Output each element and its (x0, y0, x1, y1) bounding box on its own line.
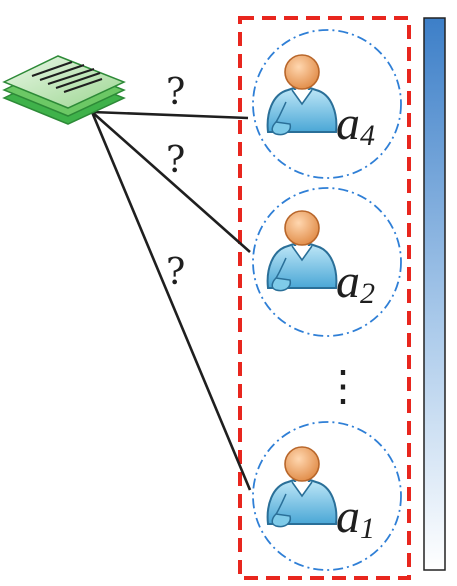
agent-a1: a1 (252, 421, 402, 571)
question-mark-a2: ? (166, 140, 185, 181)
agent-a2: a2 (252, 187, 402, 337)
line-to-agent-a2 (91, 111, 251, 253)
agent-a1-label: a1 (336, 490, 375, 545)
person-icon (266, 54, 338, 136)
person-icon (266, 446, 338, 528)
agent-a4-boundary (252, 29, 402, 179)
text-lines-icon (31, 61, 103, 93)
line-to-agent-a4 (91, 110, 249, 120)
document-stack-icon (2, 55, 126, 125)
priority-gradient-bar (423, 17, 446, 571)
agent-a1-boundary (252, 421, 402, 571)
line-to-agent-a1 (90, 111, 252, 491)
agent-group-frame (238, 16, 411, 580)
agent-a4-label: a4 (336, 97, 375, 152)
agent-a2-label: a2 (336, 255, 375, 310)
question-mark-a4: ? (166, 72, 185, 113)
person-icon (266, 210, 338, 292)
agent-a4: a4 (252, 29, 402, 179)
ellipsis: ⋮ (322, 361, 364, 410)
agent-a2-boundary (252, 187, 402, 337)
question-mark-a1: ? (166, 252, 185, 293)
connection-lines (90, 110, 252, 491)
